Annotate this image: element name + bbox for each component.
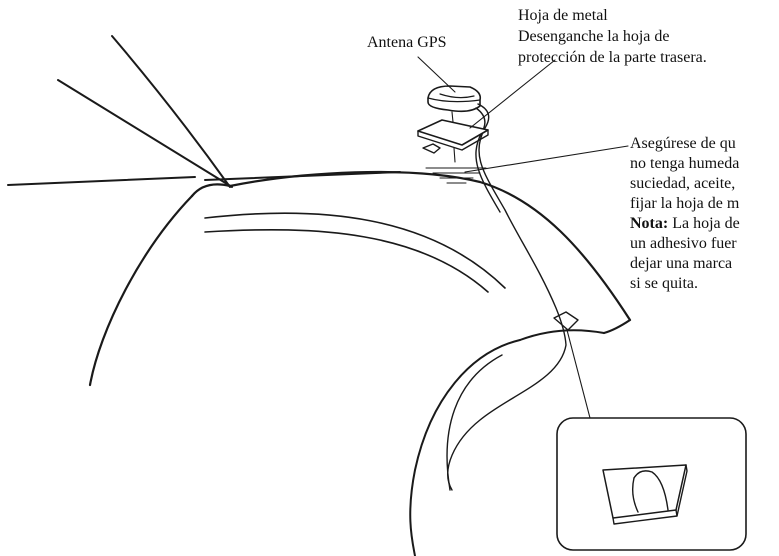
instruction-line: no tenga humeda: [630, 155, 740, 172]
cable-clip: [422, 143, 441, 154]
antenna-cable: [447, 103, 567, 491]
dashboard-outline: [88, 170, 632, 556]
gps-antenna: [427, 85, 482, 113]
note-line: un adhesivo fuer: [630, 235, 737, 252]
note-line: dejar una marca: [630, 255, 733, 272]
metal-sheet: [417, 111, 489, 163]
dashboard-clip: [553, 311, 579, 331]
note-line: Nota: La hoja de: [630, 214, 740, 234]
note-label: Nota:: [630, 215, 669, 232]
ground-symbol: [425, 167, 487, 184]
note-text: La hoja de: [668, 215, 740, 232]
surface-instruction-label: Asegúrese de qu no tenga humeda suciedad…: [630, 134, 740, 294]
windshield-edges: [7, 35, 401, 188]
metal-sheet-instruction-line: Desenganche la hoja de: [518, 28, 670, 45]
instruction-line: fijar la hoja de m: [630, 195, 740, 212]
note-line: si se quita.: [630, 275, 698, 292]
instruction-line: suciedad, aceite,: [630, 175, 736, 192]
clip-detail-inset: [556, 417, 747, 551]
metal-sheet-title: Hoja de metal: [518, 7, 608, 24]
instruction-line: Asegúrese de qu: [630, 135, 736, 152]
gps-antenna-label: Antena GPS: [367, 34, 447, 51]
leader-lines: [417, 56, 629, 419]
metal-sheet-instruction-line: protección de la parte trasera.: [518, 49, 707, 66]
metal-sheet-label: Hoja de metal Desenganche la hoja de pro…: [518, 6, 707, 69]
